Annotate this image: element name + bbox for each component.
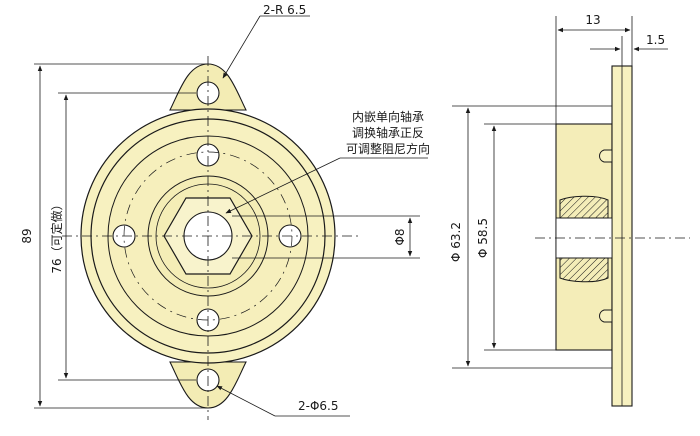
leader-radius — [222, 15, 261, 79]
bolt-circle — [123, 151, 293, 321]
hatched-section-top — [559, 195, 609, 219]
note-leader — [225, 157, 341, 214]
radius-label: 2-R 6.5 — [263, 3, 306, 17]
note-line-2: 调换轴承正反 — [352, 125, 424, 140]
note-line-1: 内嵌单向轴承 — [352, 109, 424, 124]
dim-89-label: 89 — [20, 228, 34, 243]
dim-13-label: 13 — [585, 13, 600, 27]
note-line-3: 可调整阻尼方向 — [346, 141, 430, 156]
notch-bottom — [599, 309, 613, 323]
side-view: Φ 63.2 Φ 58.5 13 1.5 — [449, 13, 690, 407]
leader-holes — [216, 385, 276, 417]
dim-phi8-label: Φ8 — [393, 228, 407, 245]
dim-15-label: 1.5 — [646, 33, 665, 47]
notch-top — [599, 149, 613, 163]
hatched-section-bottom — [559, 257, 609, 283]
front-view — [62, 56, 362, 420]
dim-76-label: 76（可定做） — [49, 198, 64, 273]
holes-label: 2-Φ6.5 — [298, 399, 339, 413]
dim-phi632-label: Φ 63.2 — [449, 222, 463, 262]
front-dimensions: 89 76（可定做） 2-R 6.5 2-Φ6.5 内嵌单向轴承 调换轴承正反 … — [20, 3, 430, 417]
dim-phi585-label: Φ 58.5 — [476, 218, 490, 258]
